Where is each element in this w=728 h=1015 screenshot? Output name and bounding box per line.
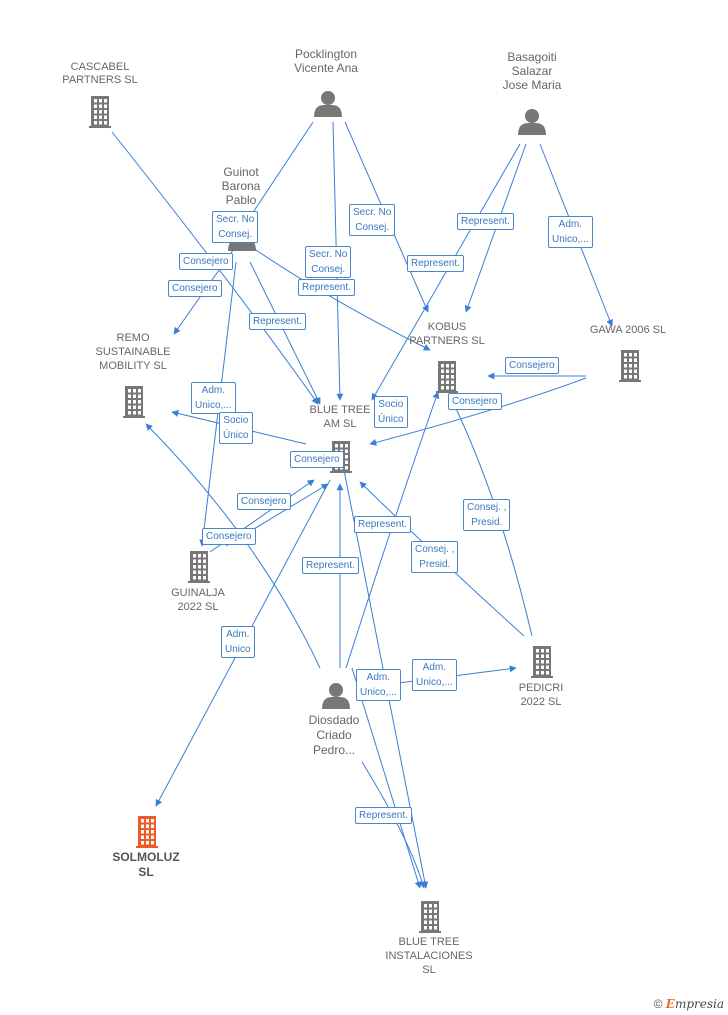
building-icon-guinalja[interactable] [188, 551, 210, 583]
node-label-gawa[interactable]: GAWA 2006 SL [589, 324, 667, 336]
node-label-cascabel[interactable]: CASCABEL PARTNERS SL [62, 61, 138, 86]
person-icon-diosdado[interactable] [322, 683, 350, 709]
edge-label[interactable]: Consejero [179, 253, 233, 270]
edge-label[interactable]: Represent. [298, 279, 355, 296]
edge-label[interactable]: Represent. [302, 557, 359, 574]
node-label-basagoiti[interactable]: Basagoiti Salazar Jose Maria [502, 50, 562, 92]
node-label-guinot[interactable]: Guinot Barona Pablo [221, 165, 261, 207]
edge-label[interactable]: Adm. Unico,... [356, 669, 401, 701]
brand-logo-e: E [665, 997, 675, 1011]
edge-label[interactable]: Represent. [354, 516, 411, 533]
building-icon-gawa[interactable] [619, 350, 641, 382]
edge-label[interactable]: Secr. No Consej. [212, 211, 259, 243]
node-label-bluetree-inst[interactable]: BLUE TREE INSTALACIONES SL [385, 936, 473, 976]
edge-label[interactable]: Consejero [505, 357, 559, 374]
edge-label[interactable]: Secr. No Consej. [305, 246, 352, 278]
person-icon-pocklington[interactable] [314, 91, 342, 117]
edge-label[interactable]: Represent. [457, 213, 514, 230]
building-icon-kobus[interactable] [436, 361, 458, 393]
building-icon-bluetree-inst[interactable] [419, 901, 441, 933]
node-label-diosdado[interactable]: Diosdado Criado Pedro... [308, 713, 360, 757]
edge-label[interactable]: Represent. [249, 313, 306, 330]
edge-label[interactable]: Represent. [355, 807, 412, 824]
edge-line [111, 131, 319, 405]
edge-line [351, 667, 422, 889]
edge-label[interactable]: Adm. Unico,... [548, 216, 593, 248]
edge-line [345, 391, 440, 669]
building-icon-pedicri[interactable] [531, 646, 553, 678]
node-label-kobus[interactable]: KOBUS PARTNERS SL [409, 321, 485, 347]
copyright-footer: © Empresia [654, 997, 724, 1011]
edges [111, 121, 613, 889]
edge-label[interactable]: Socio Único [219, 412, 253, 444]
edge-label[interactable]: Consej. , Presid. [411, 541, 459, 573]
person-icon-basagoiti[interactable] [518, 109, 546, 135]
edge-line [249, 261, 321, 405]
edge-label[interactable]: Consej. , Presid. [463, 499, 511, 531]
edge-label[interactable]: Adm. Unico,... [191, 382, 236, 414]
edge-label[interactable]: Socio Único [374, 396, 408, 428]
edge-label[interactable]: Consejero [290, 451, 344, 468]
brand-logo-text: mpresia [674, 997, 724, 1011]
node-label-guinalja[interactable]: GUINALJA 2022 SL [171, 587, 225, 613]
copyright-symbol: © [653, 997, 663, 1011]
building-icon-remo[interactable] [123, 386, 145, 418]
edge-label[interactable]: Secr. No Consej. [349, 204, 396, 236]
edge-label[interactable]: Adm. Unico [221, 626, 255, 658]
edge-label[interactable]: Represent. [407, 255, 464, 272]
node-label-pocklington[interactable]: Pocklington Vicente Ana [294, 47, 358, 75]
node-label-pedicri[interactable]: PEDICRI 2022 SL [518, 682, 564, 708]
edge-label[interactable]: Adm. Unico,... [412, 659, 457, 691]
node-label-solmoluz[interactable]: SOLMOLUZ SL [112, 850, 180, 879]
edge-line [255, 249, 431, 351]
node-label-bluetree-am[interactable]: BLUE TREE AM SL [309, 404, 371, 430]
edge-label[interactable]: Consejero [448, 393, 502, 410]
edge-label[interactable]: Consejero [202, 528, 256, 545]
edge-label[interactable]: Consejero [168, 280, 222, 297]
edge-line [369, 377, 587, 446]
edge-line [361, 761, 426, 889]
edge-label[interactable]: Consejero [237, 493, 291, 510]
building-icon-solmoluz[interactable] [136, 816, 158, 848]
building-icon-cascabel[interactable] [89, 96, 111, 128]
edge-line [371, 143, 521, 401]
node-icons [89, 91, 641, 933]
node-label-remo[interactable]: REMO SUSTAINABLE MOBILITY SL [95, 332, 171, 372]
